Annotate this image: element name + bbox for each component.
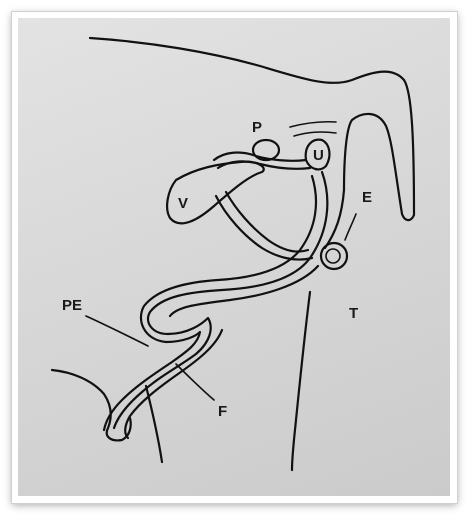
- rectum-line-2: [294, 132, 336, 136]
- label-v: V: [178, 195, 188, 212]
- leader-f: [176, 364, 214, 400]
- penis-tip: [52, 370, 131, 440]
- epididymis-shape: [321, 243, 347, 269]
- label-e: E: [362, 189, 372, 206]
- epididymis-inner: [326, 249, 340, 263]
- label-pe: PE: [62, 297, 82, 314]
- body-line-left: [146, 386, 162, 462]
- label-t: T: [349, 305, 358, 322]
- vesicle-shape: [167, 162, 264, 224]
- body-line-right: [292, 292, 310, 470]
- duct-loop-inner: [216, 196, 312, 260]
- penis-outer-upper: [170, 266, 318, 316]
- body-outline-top: [90, 38, 414, 248]
- label-u: U: [313, 147, 324, 164]
- duct-loop: [226, 192, 308, 252]
- leader-e: [345, 214, 356, 240]
- rectum-line-1: [290, 122, 336, 127]
- label-p: P: [252, 119, 262, 136]
- leader-pe: [86, 316, 148, 346]
- label-f: F: [218, 403, 227, 420]
